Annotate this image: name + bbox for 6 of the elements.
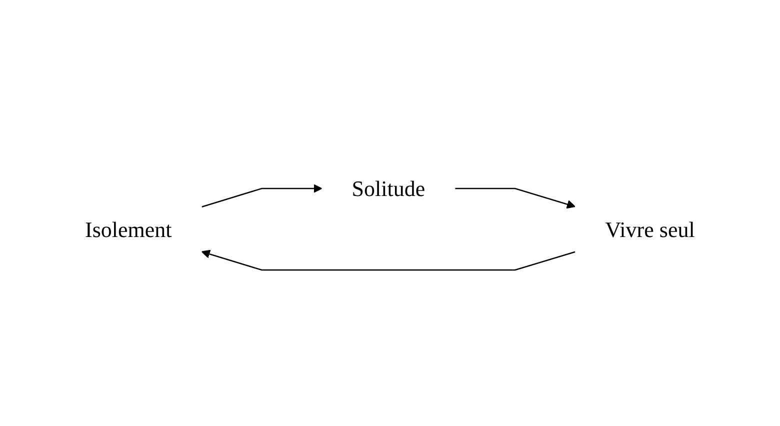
arrow [455,187,576,208]
node-text: Solitude [352,176,426,200]
node-text: Vivre seul [605,216,695,242]
node-text: Isolement [85,216,172,242]
arrow [201,249,576,270]
arrow [202,184,322,207]
